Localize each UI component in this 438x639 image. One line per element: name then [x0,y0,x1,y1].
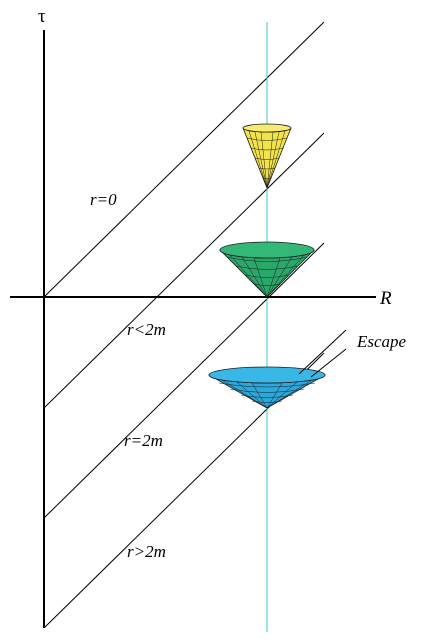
light-cone-bottom-rim [208,366,326,384]
diagonal-line-1 [43,21,325,298]
region-label-rgt: r>2m [127,542,166,561]
light-cone-bottom-mesh [218,379,316,409]
escape-label: Escape [356,332,407,351]
escape-annotation: Escape [298,329,407,378]
escape-pointer-2 [310,348,347,378]
light-cone-top-body [242,127,292,190]
light-cone-middle [219,241,315,298]
region-label-rlt: r<2m [127,320,166,339]
light-cone-middle-rim [219,241,315,259]
light-cone-top [242,123,292,190]
diagonal-line-2 [43,132,325,409]
light-cone-top-rim [242,123,292,133]
tau-axis-label: τ [38,6,46,27]
region-label-r2m: r=2m [124,431,163,450]
light-cone-bottom [208,366,326,409]
light-cone-middle-mesh [226,254,308,298]
light-cone-top-mesh [246,130,288,189]
region-label-r0: r=0 [90,190,117,209]
diagonal-lines [43,21,325,629]
r-axis-label: R [379,288,392,309]
diagonal-line-3 [43,242,325,519]
escape-pointer-1 [298,329,347,375]
